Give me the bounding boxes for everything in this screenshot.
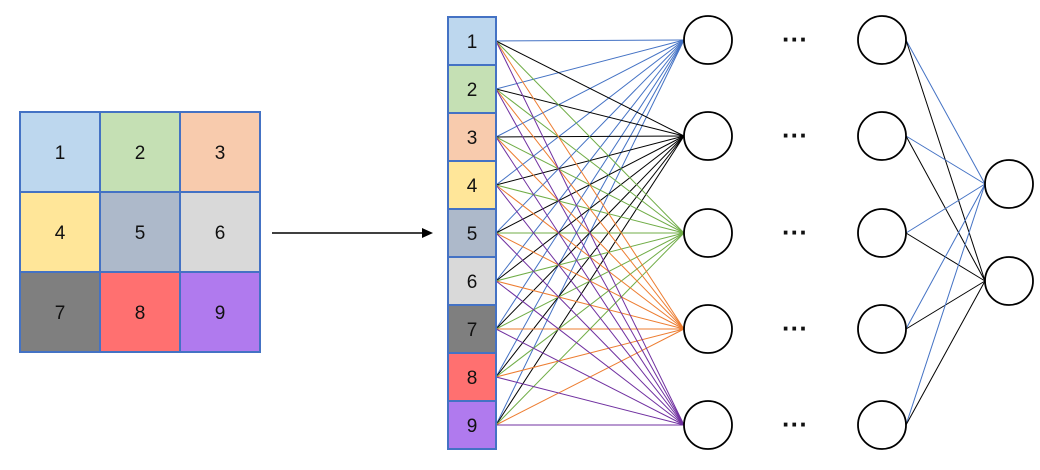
connection-line	[495, 88, 685, 330]
flatten-arrow	[272, 228, 433, 238]
input-cell-label: 8	[467, 368, 478, 389]
output-connection-line	[905, 280, 986, 426]
connection-lines	[495, 39, 986, 426]
ellipsis-text: ···	[782, 120, 808, 150]
ellipsis-text: ···	[782, 409, 808, 439]
grid-cell-label: 1	[55, 143, 66, 164]
hidden-layer-1-node	[683, 400, 733, 450]
grid-cell-1	[19, 111, 101, 193]
grid-cell-label: 7	[55, 303, 66, 324]
ellipsis-text: ···	[782, 217, 808, 247]
connection-line	[495, 88, 685, 234]
connection-line	[495, 39, 685, 42]
connection-line	[495, 232, 685, 426]
output-connection-line	[905, 39, 986, 185]
arrow-head-icon	[422, 228, 433, 238]
ellipsis-text: ···	[782, 313, 808, 343]
output-connection-line	[905, 183, 986, 234]
connection-line	[495, 40, 685, 234]
input-cell-label: 5	[467, 224, 478, 245]
input-cell-6	[447, 256, 497, 306]
grid-cell-2	[99, 111, 181, 193]
connection-line	[495, 40, 685, 137]
hidden-layer-1-node	[683, 304, 733, 354]
grid-cell-label: 2	[135, 143, 146, 164]
connection-line	[495, 136, 685, 426]
grid-cell-label: 3	[215, 143, 226, 164]
grid-cell-6	[179, 191, 261, 273]
grid-cell-9	[179, 271, 261, 353]
connection-line	[495, 88, 685, 426]
network-nodes	[683, 15, 1034, 450]
grid-cell-label: 5	[135, 223, 146, 244]
hidden-layer-1-node	[683, 111, 733, 161]
grid-cell-label: 8	[135, 303, 146, 324]
connection-line	[495, 40, 685, 330]
connection-line	[495, 39, 685, 90]
hidden-layer-last-node	[857, 111, 907, 161]
grid-cell-label: 9	[215, 303, 226, 324]
input-image-grid: 1 2 3 4 5 6 7 8 9	[19, 111, 261, 353]
flattened-input-column: 1 2 3 4 5 6 7 8 9	[447, 16, 497, 450]
input-cell-label: 7	[467, 320, 478, 341]
input-cell-label: 1	[467, 32, 478, 53]
hidden-layer-last-node	[857, 304, 907, 354]
input-cell-7	[447, 304, 497, 354]
input-cell-label: 4	[467, 176, 478, 197]
output-connection-line	[905, 183, 986, 330]
connection-line	[495, 184, 685, 426]
connection-line	[495, 88, 685, 137]
hidden-layer-last-node	[857, 400, 907, 450]
input-cell-label: 6	[467, 272, 478, 293]
input-cell-label: 3	[467, 128, 478, 149]
input-cell-9	[447, 400, 497, 450]
hidden-layer-1-node	[683, 15, 733, 65]
grid-cell-label: 4	[55, 223, 66, 244]
hidden-layer-1-node	[683, 208, 733, 258]
connection-line	[495, 280, 685, 426]
connection-line	[495, 40, 685, 426]
output-node	[984, 159, 1034, 209]
input-cell-label: 2	[467, 80, 478, 101]
ellipsis-group: ··· ··· ··· ··· ···	[782, 24, 808, 439]
hidden-layer-last-node	[857, 15, 907, 65]
input-cell-label: 9	[467, 416, 478, 437]
output-connection-line	[905, 183, 986, 426]
grid-cell-label: 6	[215, 223, 226, 244]
connection-line	[495, 376, 685, 426]
hidden-layer-last-node	[857, 208, 907, 258]
ellipsis-text: ···	[782, 24, 808, 54]
connection-line	[495, 328, 685, 426]
grid-cell-7	[19, 271, 101, 353]
grid-cell-8	[99, 271, 181, 353]
output-node	[984, 256, 1034, 306]
output-connection-line	[905, 135, 986, 185]
